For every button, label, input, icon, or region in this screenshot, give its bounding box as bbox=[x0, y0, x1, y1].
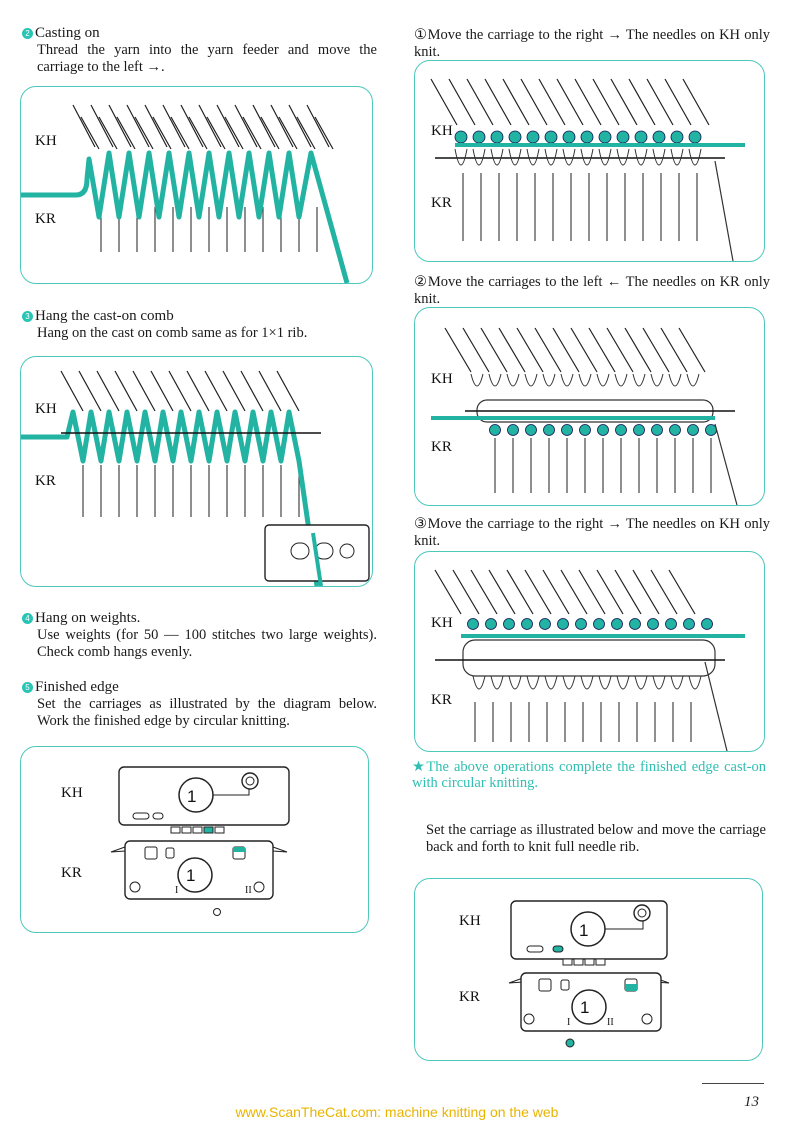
step3-title: Hang the cast-on comb bbox=[35, 308, 174, 324]
kh-label: KH bbox=[431, 615, 453, 632]
kr-dial-number: 1 bbox=[580, 998, 589, 1018]
step5-title: Finished edge bbox=[35, 679, 119, 695]
yarn-zigzag bbox=[21, 153, 347, 283]
kh-dial-number: 1 bbox=[579, 921, 588, 941]
sub3-text: ③Move the carriage to the right → The ne… bbox=[414, 516, 770, 550]
kr-label: KR bbox=[431, 195, 452, 212]
sub2-text: ②Move the carriages to the left ← The ne… bbox=[414, 274, 770, 308]
roman-one: I bbox=[567, 1017, 570, 1028]
completion-note: ★The above operations complete the finis… bbox=[412, 759, 766, 791]
kh-label: KH bbox=[431, 371, 453, 388]
kr-label: KR bbox=[61, 865, 82, 882]
kh-label: KH bbox=[459, 913, 481, 930]
step5-body: Set the carriages as illustrated by the … bbox=[37, 696, 377, 730]
kr-label: KR bbox=[35, 211, 56, 228]
casting-on-diagram: KH KR bbox=[20, 86, 373, 284]
kh-label: KH bbox=[61, 785, 83, 802]
step2-title: Casting on bbox=[35, 25, 100, 41]
step4-body: Use weights (for 50 — 100 stitches two l… bbox=[37, 627, 377, 661]
sub1-marker: ① bbox=[414, 27, 428, 43]
kr-label: KR bbox=[35, 473, 56, 490]
kr-needles bbox=[101, 207, 317, 252]
page-number-rule bbox=[702, 1083, 764, 1084]
step2-kr-knit-diagram: KH KR bbox=[414, 307, 765, 506]
footer-link[interactable]: www.ScanTheCat.com: machine knitting on … bbox=[0, 1104, 794, 1120]
carriage-settings-diagram-right: KH KR 1 1 I II bbox=[414, 878, 763, 1061]
step3-body: Hang on the cast on comb same as for 1×1… bbox=[37, 325, 377, 342]
step5-bullet: 5 bbox=[22, 682, 33, 693]
kh-label: KH bbox=[35, 133, 57, 150]
kr-label: KR bbox=[459, 989, 480, 1006]
step3-bullet: 3 bbox=[22, 311, 33, 322]
kh-label: KH bbox=[431, 123, 453, 140]
step3-kh-knit-diagram: KH KR bbox=[414, 551, 765, 752]
step2-body: Thread the yarn into the yarn feeder and… bbox=[37, 42, 377, 76]
sub2-marker: ② bbox=[414, 274, 428, 290]
kr-label: KR bbox=[431, 439, 452, 456]
kr-dial-number: 1 bbox=[186, 866, 195, 886]
kh-label: KH bbox=[35, 401, 57, 418]
cast-on-comb-diagram: KH KR bbox=[20, 356, 373, 587]
full-needle-rib-text: Set the carriage as illustrated below an… bbox=[426, 822, 766, 856]
roman-one: I bbox=[175, 885, 178, 896]
kh-needles bbox=[73, 105, 333, 149]
step1-kh-knit-diagram: KH KR bbox=[414, 60, 765, 262]
carriage-settings-diagram-left: KH KR 1 1 I II bbox=[20, 746, 369, 933]
sub1-text: ①Move the carriage to the right → The ne… bbox=[414, 27, 770, 61]
sub3-marker: ③ bbox=[414, 516, 428, 532]
roman-two: II bbox=[607, 1017, 614, 1028]
kh-dial-number: 1 bbox=[187, 787, 196, 807]
step4-bullet: 4 bbox=[22, 613, 33, 624]
kr-label: KR bbox=[431, 692, 452, 709]
step4-title: Hang on weights. bbox=[35, 610, 140, 626]
step2-bullet: 2 bbox=[22, 28, 33, 39]
roman-two: II bbox=[245, 885, 252, 896]
